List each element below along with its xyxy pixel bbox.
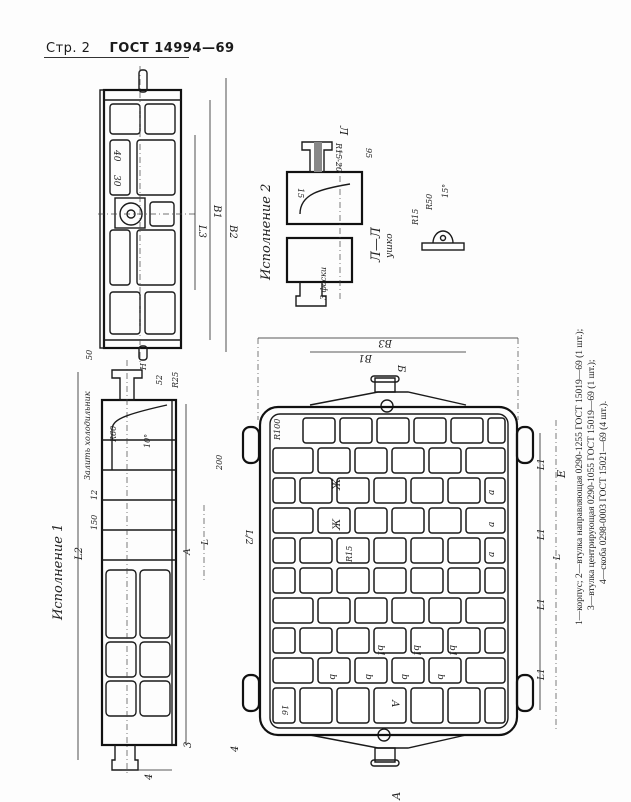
top-side-view: L3 B1 B2 40 30 [98,66,238,365]
dim-L2: L2 [74,547,85,561]
grid-cells [272,417,506,724]
plan-view: B3 B1 Б [230,337,568,801]
dim-L3: L3 [196,224,207,238]
variant2-detail: Исполнение 2 R15-20 95 15 3 фаски Л Л—Л … [259,125,465,307]
dim-L1-b: L1 [537,528,547,541]
dim-R15-lug: R15 [411,209,420,226]
variant1-title: Исполнение 1 [51,524,66,621]
legend-line-2: 3—втулка центрирующая 0290-1055 ГОСТ 150… [586,359,597,610]
dim-b-3: b [399,674,409,680]
dim-L-total: L [553,554,563,561]
dim-b1-3: b1 [447,645,457,657]
legend-line-3: 4—скоба 0298-0003 ГОСТ 15021—69 (4 шт.). [598,401,609,584]
section-mark-A-plan: А [389,699,400,708]
parts-legend: 1—корпус; 2—втулка направляющая 0290-125… [574,329,609,625]
dim-R15-20: R15-20 [334,142,343,172]
pour-note: Залить холодильник [83,391,92,480]
dim-H: Н [139,362,148,371]
page-header: Стр. 2 ГОСТ 14994—69 [46,41,235,56]
section-label: Л—Л [369,226,384,263]
standard-number: ГОСТ 14994—69 [109,41,235,56]
dim-b-4: b [435,674,445,680]
dim-B1: B1 [211,204,222,219]
dim-a2: a [487,522,497,527]
dim-B1-plan: B1 [358,352,373,363]
section-mark-Zh2: Ж [332,518,343,531]
dim-b1-2: b1 [411,645,421,657]
dim-16: 16 [280,705,289,715]
dim-L1-c: L1 [537,598,547,611]
dim-4: 4 [144,774,155,781]
variant2-title: Исполнение 2 [259,184,274,281]
legend-line-1: 1—корпус; 2—втулка направляющая 0290-125… [574,329,585,625]
dim-95: 95 [364,148,373,158]
variant1-view: Исполнение 1 Залить холодильник L2 50 Н … [51,350,224,781]
dim-A: А [183,548,193,556]
section-mark-A-bottom: А [390,792,403,801]
section-mark-L: Л [337,125,350,136]
dim-52: 52 [155,375,164,385]
dim-L-half: L/2 [243,529,253,545]
page-number: Стр. 2 [46,41,91,56]
dim-R50: R50 [425,194,434,211]
header-underline [44,57,189,58]
dim-a3: a [487,552,497,557]
section-sublabel: ушко [385,233,395,259]
dim-R60: R60 [109,426,118,443]
dim-15: 15 [296,188,305,198]
dim-R100: R100 [273,419,282,441]
dim-R25: R25 [171,372,180,389]
section-mark-E: E [555,470,568,479]
callout-4: 4 [230,746,241,753]
dim-b-2: b [363,674,373,680]
dim-30: 30 [111,175,121,187]
dim-200: 200 [215,455,224,471]
dim-50: 50 [85,350,94,360]
dim-150: 150 [90,515,99,530]
dim-a1: a [487,490,497,495]
dim-b1-1: b1 [375,645,385,657]
dim-L: L [201,539,211,546]
section-mark-Zh1: Ж [332,478,343,491]
dim-12: 12 [90,490,99,500]
section-mark-B-top: Б [395,364,406,373]
dim-L1-d: L1 [537,668,547,681]
callout-3: 3 [183,742,194,748]
dim-B2: B2 [227,224,238,239]
dim-R15-grid: R15 [345,546,354,563]
dim-15deg: 15° [441,184,450,198]
dim-B3: B3 [378,337,393,348]
dim-40: 40 [111,149,121,162]
dim-b-1: b [327,674,337,680]
dim-10deg: 10° [143,434,152,448]
dim-chamfers: 3 фаски [319,267,328,300]
dim-L1-a: L1 [537,458,547,471]
